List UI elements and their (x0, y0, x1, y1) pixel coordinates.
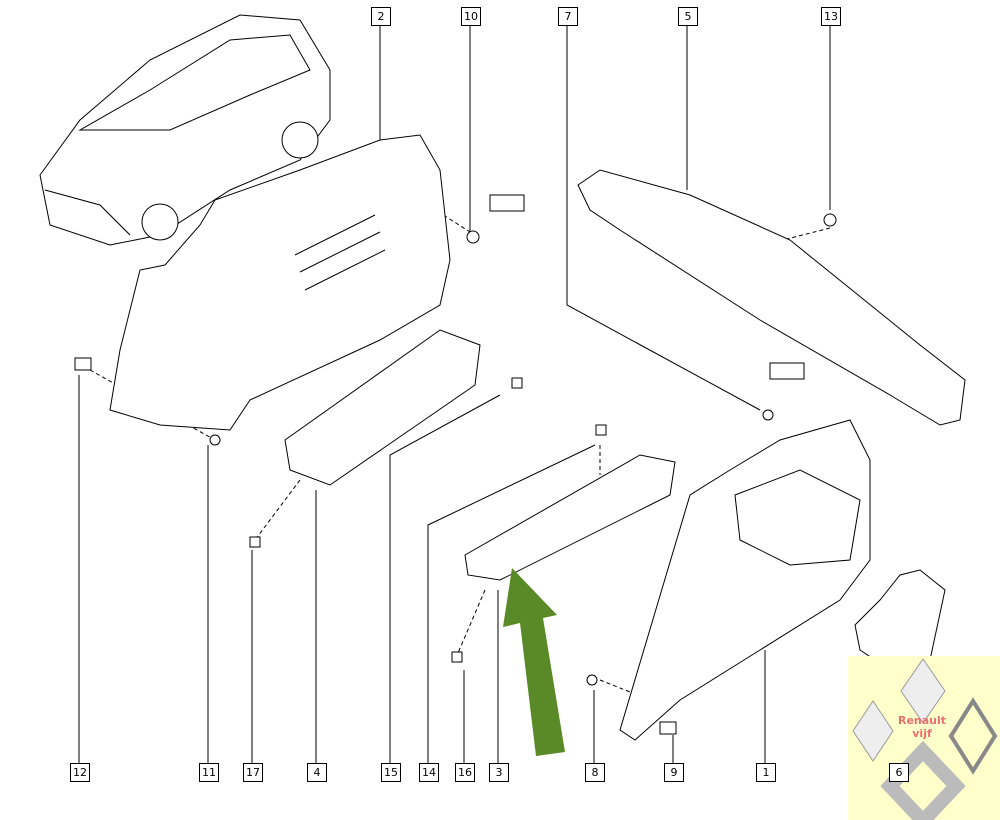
callout-2: 2 (371, 7, 391, 26)
part-3-sill-trim (464, 454, 676, 581)
callout-14: 14 (419, 763, 439, 782)
watermark-line1: Renault (897, 714, 947, 727)
callout-12: 12 (70, 763, 90, 782)
watermark-line2: vijf (912, 727, 932, 740)
callout-17: 17 (243, 763, 263, 782)
clips (74, 194, 837, 735)
callout-11: 11 (199, 763, 219, 782)
callout-6: 6 (889, 763, 909, 782)
callout-16: 16 (455, 763, 475, 782)
callout-13: 13 (821, 7, 841, 26)
watermark-text: Renault vijf (892, 714, 952, 740)
callout-3: 3 (489, 763, 509, 782)
callout-4: 4 (307, 763, 327, 782)
part-4-sill-trim (284, 329, 481, 486)
callout-7: 7 (558, 7, 578, 26)
callout-9: 9 (664, 763, 684, 782)
callout-15: 15 (381, 763, 401, 782)
callout-10: 10 (461, 7, 481, 26)
callout-8: 8 (585, 763, 605, 782)
view-direction-arrow (503, 568, 565, 756)
part-1-right-trim-panel (619, 419, 871, 741)
part-2-left-trim-panel (109, 134, 451, 431)
callout-1: 1 (756, 763, 776, 782)
vehicle-illustration (39, 14, 331, 246)
watermark-logo: Renault vijf (848, 656, 1000, 820)
callout-5: 5 (678, 7, 698, 26)
part-5-rear-panel-trim (577, 169, 966, 426)
